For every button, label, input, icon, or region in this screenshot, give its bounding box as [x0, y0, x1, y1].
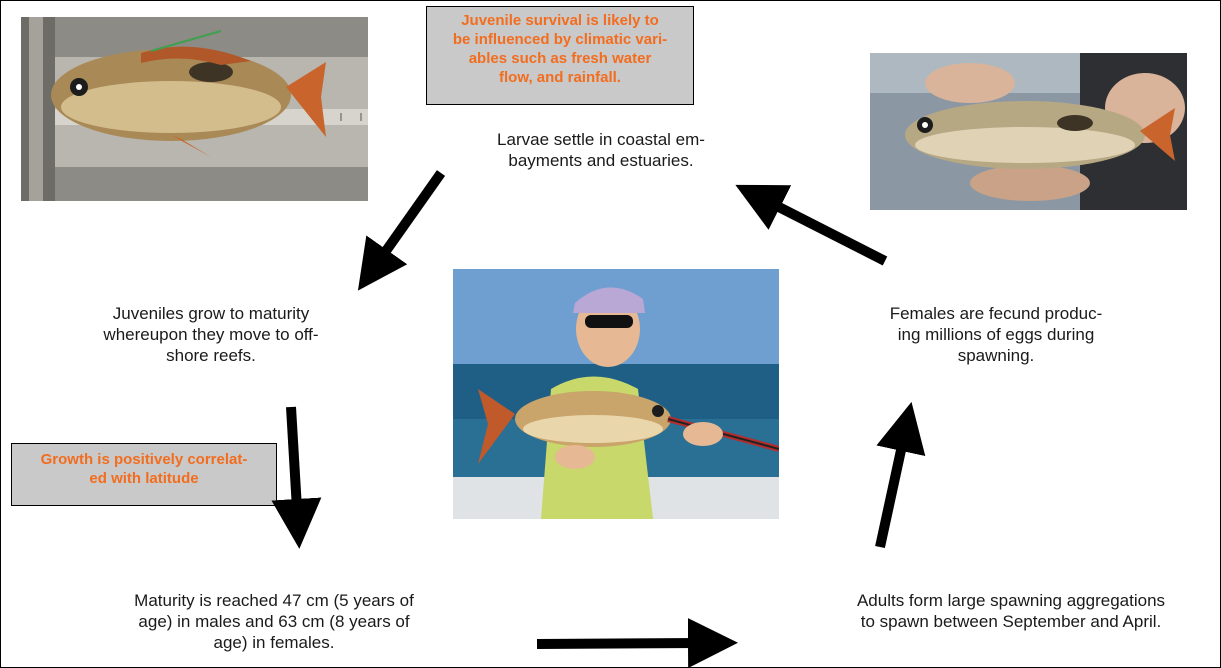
arrow-larvae-to-juveniles [381, 173, 441, 258]
arrow-females-to-larvae [771, 203, 885, 261]
arrow-adults-to-females [880, 441, 903, 547]
arrow-maturity-to-adults [537, 643, 698, 644]
arrow-juveniles-to-maturity [291, 407, 297, 509]
